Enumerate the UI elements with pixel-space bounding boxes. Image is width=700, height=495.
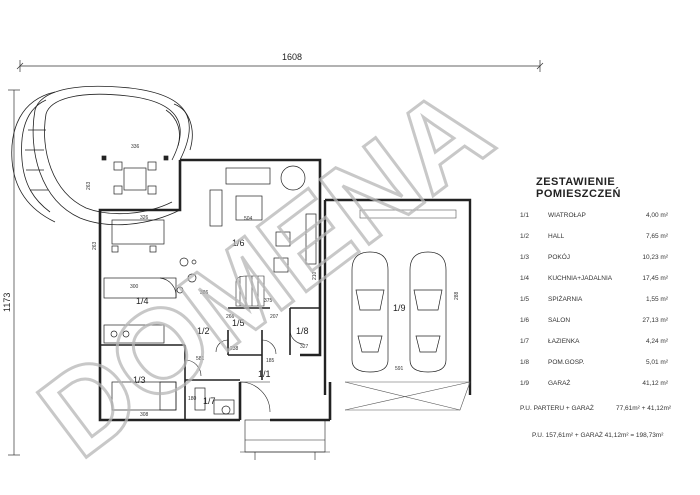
dim-label: 266 [226,314,235,320]
dim-label: 207 [270,314,279,320]
room-area: 4,24 m² [645,338,668,345]
garage-door [344,209,471,411]
room-id: 1/1 [520,212,530,219]
dim-label: 581 [196,356,205,362]
room-id: 1/3 [520,254,530,261]
room-label-1-7: 1/7 [203,396,216,406]
terrace-width-label: 336 [131,144,140,150]
dim-label: 288 [454,291,460,300]
bath-furniture [111,381,235,415]
room-id: 1/8 [520,359,530,366]
room-schedule-title: ZESTAWIENIE POMIESZCZEŃ [536,176,621,200]
living-furniture [176,165,317,294]
room-schedule-summary: P.U. PARTERU + GARAŻ 77,61m² + 41,12m² [520,405,690,412]
room-label-1-1: 1/1 [258,369,271,379]
dim-label: 210 [312,271,318,280]
garage-car-left [351,251,389,373]
dim-label: 375 [264,298,273,304]
dim-label: 326 [140,215,149,221]
overall-height-label: 1173 [2,293,12,312]
terrace-table [101,155,169,195]
overall-width-label: 1608 [282,52,302,62]
interior-walls [100,307,320,420]
doors [184,329,305,413]
room-schedule-row: 1/2 HALL 7,65 m² [520,233,690,254]
dim-label: 308 [140,412,149,418]
room-name: GARAŻ [548,380,571,387]
dim-label: 591 [395,366,404,372]
dim-label: 327 [300,344,309,350]
garage-walls [323,198,472,395]
room-schedule-row: 1/3 POKÓJ 10,23 m² [520,254,690,275]
room-id: 1/5 [520,296,530,303]
room-name: SPIŻARNIA [548,296,583,303]
room-area: 10,23 m² [642,254,668,261]
terrace [11,85,193,226]
staircase [235,275,265,307]
overall-width-dimension [16,60,544,72]
room-id: 1/4 [520,275,530,282]
dim-label: 263 [86,181,92,190]
dim-label: 386 [200,290,209,296]
dim-label: 300 [130,284,139,290]
room-schedule-row: 1/4 KUCHNIA+JADALNIA 17,45 m² [520,275,690,296]
room-id: 1/9 [520,380,530,387]
room-name: POM.GOSP. [548,359,585,366]
overall-height-dimension [8,89,20,456]
room-label-1-9: 1/9 [393,303,406,313]
room-label-1-2: 1/2 [197,326,210,336]
room-name: KUCHNIA+JADALNIA [548,275,613,282]
room-name: POKÓJ [548,254,571,261]
room-name: ŁAZIENKA [548,338,580,345]
room-label-1-6: 1/6 [232,238,245,248]
room-id: 1/6 [520,317,530,324]
dim-label: 238 [230,346,239,352]
room-schedule: ZESTAWIENIE POMIESZCZEŃ 1/1 WIATROŁAP 4,00… [520,176,690,412]
room-schedule-row: 1/8 POM.GOSP. 5,01 m² [520,359,690,380]
summary-value: 77,61m² + 41,12m² [616,405,672,412]
room-area: 7,65 m² [645,233,668,240]
room-id: 1/2 [520,233,530,240]
entrance-steps [240,419,330,460]
room-label-1-5: 1/5 [232,318,245,328]
room-schedule-rows: 1/1 WIATROŁAP 4,00 m² 1/2 HALL 7,65 m² 1/3 POKÓ… [520,212,690,401]
room-area: 1,55 m² [645,296,668,303]
room-label-1-4: 1/4 [136,296,149,306]
room-area: 4,00 m² [645,212,668,219]
room-name: HALL [548,233,565,240]
room-name: WIATROŁAP [548,212,586,219]
room-area: 41,12 m² [642,380,668,387]
room-schedule-row: 1/5 SPIŻARNIA 1,55 m² [520,296,690,317]
room-schedule-row: 1/6 SALON 27,13 m² [520,317,690,338]
room-label-1-8: 1/8 [296,326,309,336]
garage-car-right [409,251,447,373]
kitchen-furniture [103,219,177,344]
room-area: 17,45 m² [642,275,668,282]
room-area: 5,01 m² [645,359,668,366]
room-area: 27,13 m² [642,317,668,324]
total-area: P.U. 157,61m² + GARAŻ 41,12m² = 198,73m² [532,432,664,439]
room-name: SALON [548,317,571,324]
dim-label: 263 [92,241,98,250]
summary-label: P.U. PARTERU + GARAŻ [520,405,594,412]
dim-label: 504 [244,216,253,222]
room-schedule-row: 1/9 GARAŻ 41,12 m² [520,380,690,401]
dim-label: 180 [188,396,197,402]
room-id: 1/7 [520,338,530,345]
dim-label: 185 [266,358,275,364]
room-label-1-3: 1/3 [133,375,146,385]
room-schedule-row: 1/7 ŁAZIENKA 4,24 m² [520,338,690,359]
room-schedule-row: 1/1 WIATROŁAP 4,00 m² [520,212,690,233]
